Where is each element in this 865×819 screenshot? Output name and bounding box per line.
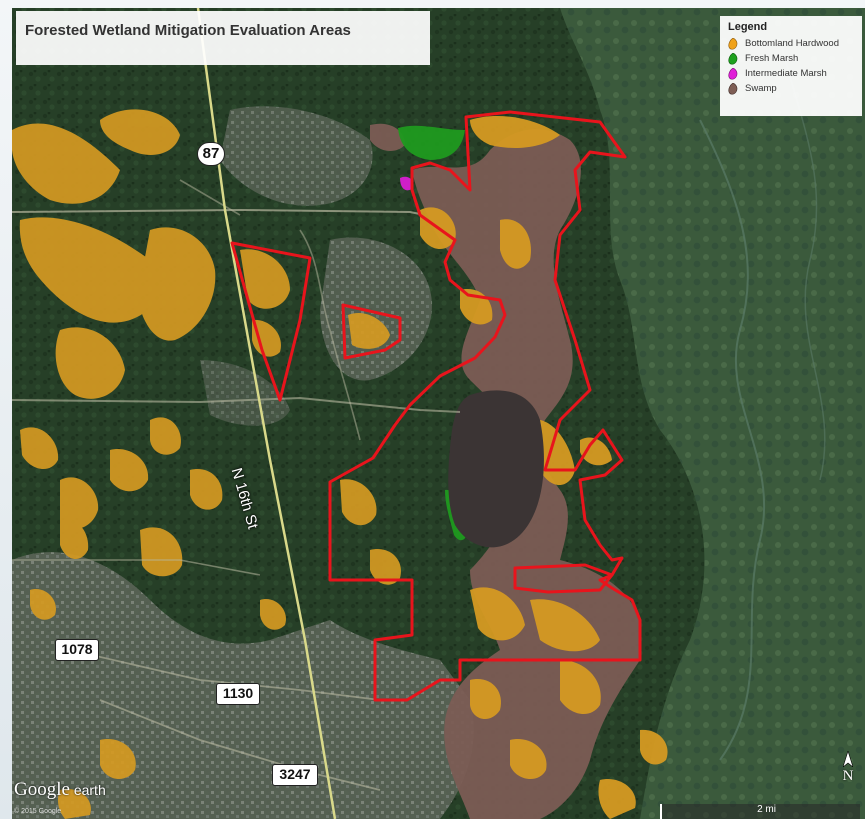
bottomland-hardwood-swatch-icon	[728, 37, 738, 50]
legend: Legend Bottomland Hardwood Fresh Marsh I…	[720, 16, 862, 116]
north-arrow: N	[838, 751, 858, 785]
boundary-small-parcel[interactable]	[341, 303, 402, 360]
earth-text: earth	[69, 782, 106, 798]
legend-label: Fresh Marsh	[745, 53, 799, 64]
reservoir	[448, 390, 544, 548]
urban-area	[200, 360, 290, 426]
scale-label: 2 mi	[757, 804, 776, 815]
legend-label: Swamp	[745, 83, 777, 94]
intermediate-marsh-area	[400, 176, 414, 191]
fm-1130-shield: 1130	[216, 683, 260, 705]
legend-item-bottomland-hardwood: Bottomland Hardwood	[728, 36, 854, 51]
legend-item-intermediate-marsh: Intermediate Marsh	[728, 66, 854, 81]
north-arrow-icon	[843, 751, 853, 767]
legend-title: Legend	[728, 21, 768, 33]
highway-87-shield: 87	[197, 142, 225, 166]
fm-3247-shield: 3247	[272, 764, 318, 786]
boundary-west-parcel[interactable]	[230, 241, 312, 402]
mitigation-boundaries[interactable]	[230, 110, 642, 702]
legend-label: Intermediate Marsh	[745, 68, 827, 79]
north-label: N	[842, 768, 854, 784]
roads	[11, 179, 461, 791]
boundary-inner-strip[interactable]	[513, 563, 614, 594]
legend-item-swamp: Swamp	[728, 81, 854, 96]
intermediate-marsh-swatch-icon	[728, 67, 738, 80]
urban-area	[320, 237, 432, 381]
urban-area	[220, 106, 373, 206]
swamp-swatch-icon	[728, 82, 738, 95]
legend-item-fresh-marsh: Fresh Marsh	[728, 51, 854, 66]
google-text: Google	[14, 779, 70, 800]
fresh-marsh-swatch-icon	[728, 52, 738, 65]
map-title-box: Forested Wetland Mitigation Evaluation A…	[16, 11, 430, 65]
bottomland-hardwood-patches	[12, 109, 401, 819]
marsh-channel	[699, 119, 766, 761]
copyright-text: © 2015 Google	[14, 808, 62, 815]
legend-label: Bottomland Hardwood	[745, 38, 839, 49]
google-earth-logo: Google earth	[14, 779, 106, 801]
scale-bar: 2 mi	[660, 804, 860, 819]
boundary-main[interactable]	[328, 110, 642, 702]
map-title: Forested Wetland Mitigation Evaluation A…	[25, 22, 351, 39]
scale-tick	[660, 804, 662, 819]
fm-1078-shield: 1078	[55, 639, 99, 661]
eastern-marsh	[560, 8, 865, 819]
